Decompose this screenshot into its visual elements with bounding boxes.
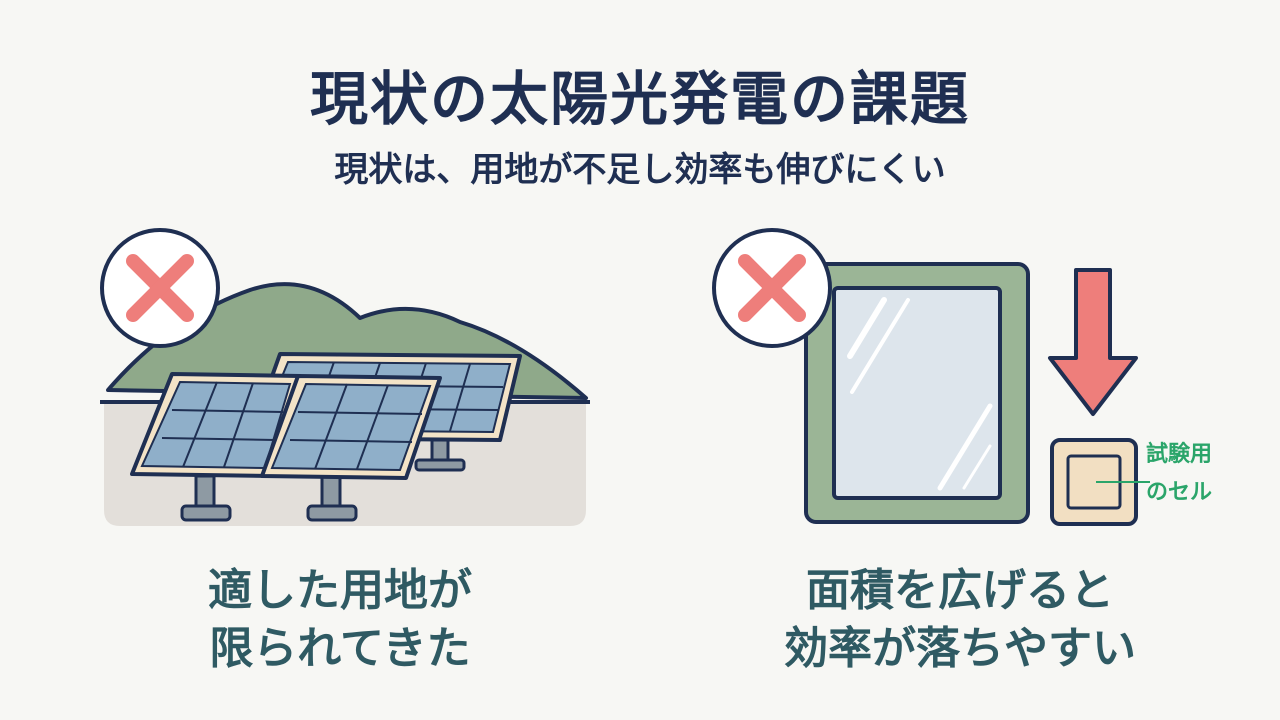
left-caption-line2: 限られてきた: [209, 623, 471, 674]
test-cell-icon: [1050, 438, 1150, 526]
solar-panel-front-right: [260, 374, 442, 522]
page-subtitle: 現状は、用地が不足し効率も伸びにくい: [334, 150, 946, 190]
test-cell-label-line1: 試験用: [1146, 442, 1213, 467]
solar-panel-front-left: [130, 372, 302, 522]
x-mark-icon: [712, 228, 832, 348]
right-caption: 面積を広げると 効率が落ちやすい: [700, 562, 1220, 678]
page-title: 現状の太陽光発電の課題: [309, 65, 970, 133]
efficiency-illustration: [712, 228, 1150, 526]
left-caption-line1: 適した用地が: [208, 565, 472, 616]
solar-field-illustration: [100, 228, 590, 526]
large-panel-icon: [804, 262, 1030, 524]
left-caption: 適した用地が 限られてきた: [80, 562, 600, 678]
x-mark-icon: [100, 228, 220, 348]
down-arrow-icon: [1048, 268, 1138, 416]
test-cell-label: 試験用 のセル: [1146, 436, 1212, 512]
test-cell-label-line2: のセル: [1146, 480, 1213, 505]
right-caption-line2: 効率が落ちやすい: [784, 623, 1136, 674]
right-caption-line1: 面積を広げると: [806, 565, 1114, 616]
